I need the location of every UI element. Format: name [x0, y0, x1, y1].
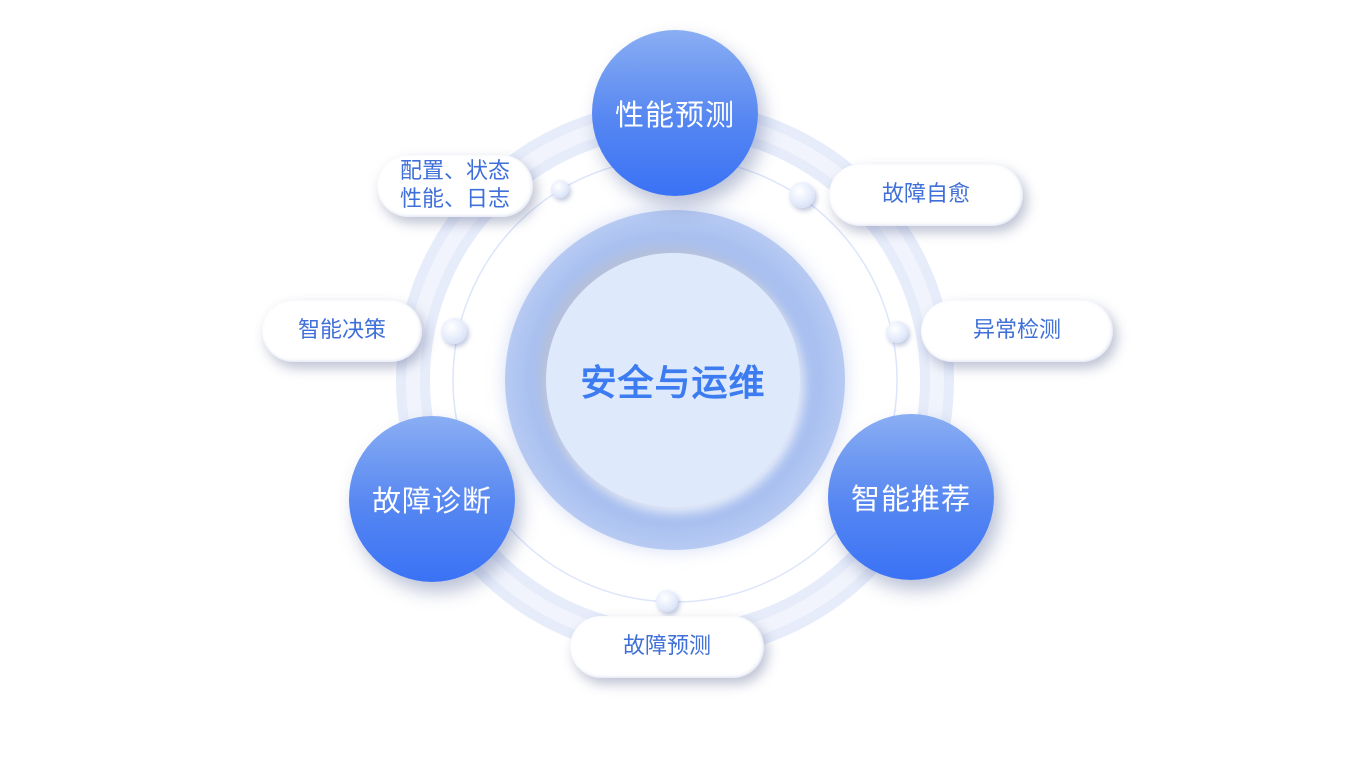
center-hub: 安全与运维: [546, 253, 800, 507]
label-text: 异常检测: [972, 318, 1061, 343]
node-smart-recommendation: 智能推荐: [828, 414, 994, 580]
node-label: 故障诊断: [371, 484, 492, 518]
connector-dot-fault-prediction: [656, 590, 678, 612]
label-fault-prediction: 故障预测: [570, 616, 764, 678]
connector-dot-config: [551, 180, 569, 198]
label-text: 智能决策: [297, 318, 386, 343]
label-text: 故障自愈: [881, 182, 970, 207]
node-performance-prediction: 性能预测: [592, 30, 758, 196]
connector-dot-self-healing: [789, 182, 815, 208]
label-text: 故障预测: [622, 634, 711, 659]
connector-dot-anomaly: [886, 321, 908, 343]
label-config-status: 配置、状态 性能、日志: [377, 155, 533, 217]
connector-dot-decision: [441, 318, 467, 344]
label-smart-decision: 智能决策: [262, 300, 422, 362]
label-fault-self-healing: 故障自愈: [829, 164, 1023, 226]
node-fault-diagnosis: 故障诊断: [349, 416, 515, 582]
node-label: 性能预测: [614, 98, 735, 132]
label-line: 配置、状态: [399, 159, 510, 184]
center-title: 安全与运维: [580, 363, 766, 404]
node-label: 智能推荐: [850, 482, 971, 516]
label-line: 性能、日志: [399, 187, 510, 212]
label-anomaly-detection: 异常检测: [921, 300, 1113, 362]
